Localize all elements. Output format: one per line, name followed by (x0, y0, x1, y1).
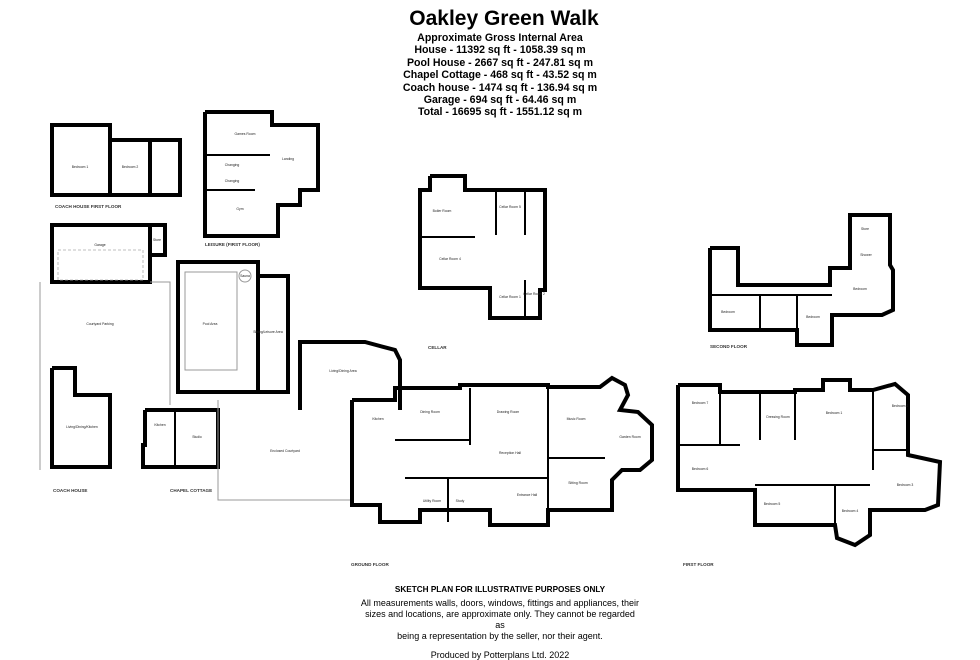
room-label: Changing (225, 179, 240, 183)
pool-house-plan: Sauna Pool Area Sitting/Leisure Area Liv… (176, 260, 402, 501)
disclaimer-line: being a representation by the seller, no… (397, 631, 603, 641)
area-line: House - 11392 sq ft - 1058.39 sq m (414, 44, 586, 57)
room-label: Enclosed Courtyard (270, 449, 300, 453)
produced-by: Produced by Potterplans Ltd. 2022 (430, 650, 570, 660)
room-label: Study (456, 499, 465, 503)
room-label: Garden Room (619, 435, 640, 439)
room-label: Sitting Room (568, 481, 588, 485)
room-label: Cellar Room 2 (523, 292, 545, 296)
room-label: Changing (225, 163, 240, 167)
room-label: Bedroom (806, 315, 820, 319)
room-label: Gym (236, 207, 243, 211)
area-line: Total - 16695 sq ft - 1551.12 sq m (417, 106, 583, 119)
room-label: Entrance Hall (517, 493, 538, 497)
room-label: Dressing Room (766, 415, 790, 419)
room-label: Music Room (567, 417, 586, 421)
room-label: Bedroom 3 (897, 483, 914, 487)
disclaimer-line: sizes and locations, are approximate onl… (365, 609, 635, 630)
floor-label: FIRST FLOOR (683, 562, 714, 567)
area-line: Garage - 694 sq ft - 64.46 sq m (423, 94, 577, 107)
floor-label: GROUND FLOOR (351, 562, 389, 567)
room-label: Courtyard Parking (86, 322, 113, 326)
room-label: Pool Area (203, 322, 218, 326)
room-label: Living/Dining/Kitchen (66, 425, 98, 429)
area-line: Coach house - 1474 sq ft - 136.94 sq m (402, 81, 598, 94)
room-label: Garage (94, 243, 105, 247)
room-label: Kitchen (154, 423, 165, 427)
room-label: Bedroom 5 (764, 502, 781, 506)
room-label: Shower (860, 253, 872, 257)
room-label: Bedroom 4 (842, 509, 859, 513)
second-floor-plan: Store Shower Bedroom Bedroom Bedroom SEC… (708, 213, 895, 349)
room-label: Kitchen (372, 417, 383, 421)
disclaimer-line: All measurements walls, doors, windows, … (360, 598, 640, 608)
coach-house-first-floor-plan: Bedroom 1 Bedroom 2 COACH HOUSE FIRST FL… (50, 123, 182, 209)
room-label: Bedroom (721, 310, 735, 314)
header: Oakley Green Walk Approximate Gross Inte… (380, 6, 620, 119)
room-label: Bedroom (853, 287, 867, 291)
subtitle: Approximate Gross Internal Area (417, 32, 583, 44)
cellar-plan: Boiler Room Cellar Room 5 Cellar Room 4 … (418, 174, 547, 350)
ground-floor-plan: Kitchen Dining Room Drawing Room Music R… (350, 375, 654, 567)
room-label: Bedroom 6 (692, 467, 709, 471)
room-label: Cellar Room 1 (499, 295, 521, 299)
room-label: Bedroom 2 (892, 404, 909, 408)
outbuildings-plan: Garage Store Courtyard Parking Living/Di… (39, 223, 220, 493)
room-label: Cellar Room 4 (439, 257, 461, 261)
room-label: Sitting/Leisure Area (253, 330, 283, 334)
room-label: Sauna (240, 274, 250, 278)
floor-label: CELLAR (428, 345, 447, 350)
room-label: Cellar Room 5 (499, 205, 521, 209)
room-label: Drawing Room (497, 410, 520, 414)
footer: SKETCH PLAN FOR ILLUSTRATIVE PURPOSES ON… (360, 585, 640, 660)
room-label: Store (861, 227, 869, 231)
room-label: Boiler Room (433, 209, 452, 213)
room-label: Studio (192, 435, 202, 439)
room-label: Reception Hall (499, 451, 521, 455)
room-label: Utility Room (423, 499, 441, 503)
floor-label: LEISURE (FIRST FLOOR) (205, 242, 260, 247)
room-label: Dining Room (420, 410, 440, 414)
floor-label: SECOND FLOOR (710, 344, 748, 349)
room-label: Bedroom 2 (122, 165, 139, 169)
room-label: Landing (282, 157, 294, 161)
room-label: Store (153, 238, 161, 242)
area-line: Chapel Cottage - 468 sq ft - 43.52 sq m (403, 69, 597, 82)
area-line: Pool House - 2667 sq ft - 247.81 sq m (406, 56, 594, 69)
floor-label: COACH HOUSE FIRST FLOOR (55, 204, 122, 209)
room-label: Bedroom 1 (826, 411, 843, 415)
first-floor-plan: Bedroom 7 Dressing Room Bedroom 1 Bedroo… (676, 378, 943, 567)
leisure-first-floor-plan: Games Room Landing Changing Changing Gym… (203, 110, 320, 247)
floor-label: CHAPEL COTTAGE (170, 488, 212, 493)
room-label: Bedroom 7 (692, 401, 709, 405)
room-label: Games Room (235, 132, 256, 136)
page-title: Oakley Green Walk (409, 7, 599, 30)
floor-label: COACH HOUSE (53, 488, 87, 493)
room-label: Bedroom 1 (72, 165, 89, 169)
room-label: Living/Dining Area (329, 369, 356, 373)
disclaimer-title: SKETCH PLAN FOR ILLUSTRATIVE PURPOSES ON… (394, 585, 606, 594)
